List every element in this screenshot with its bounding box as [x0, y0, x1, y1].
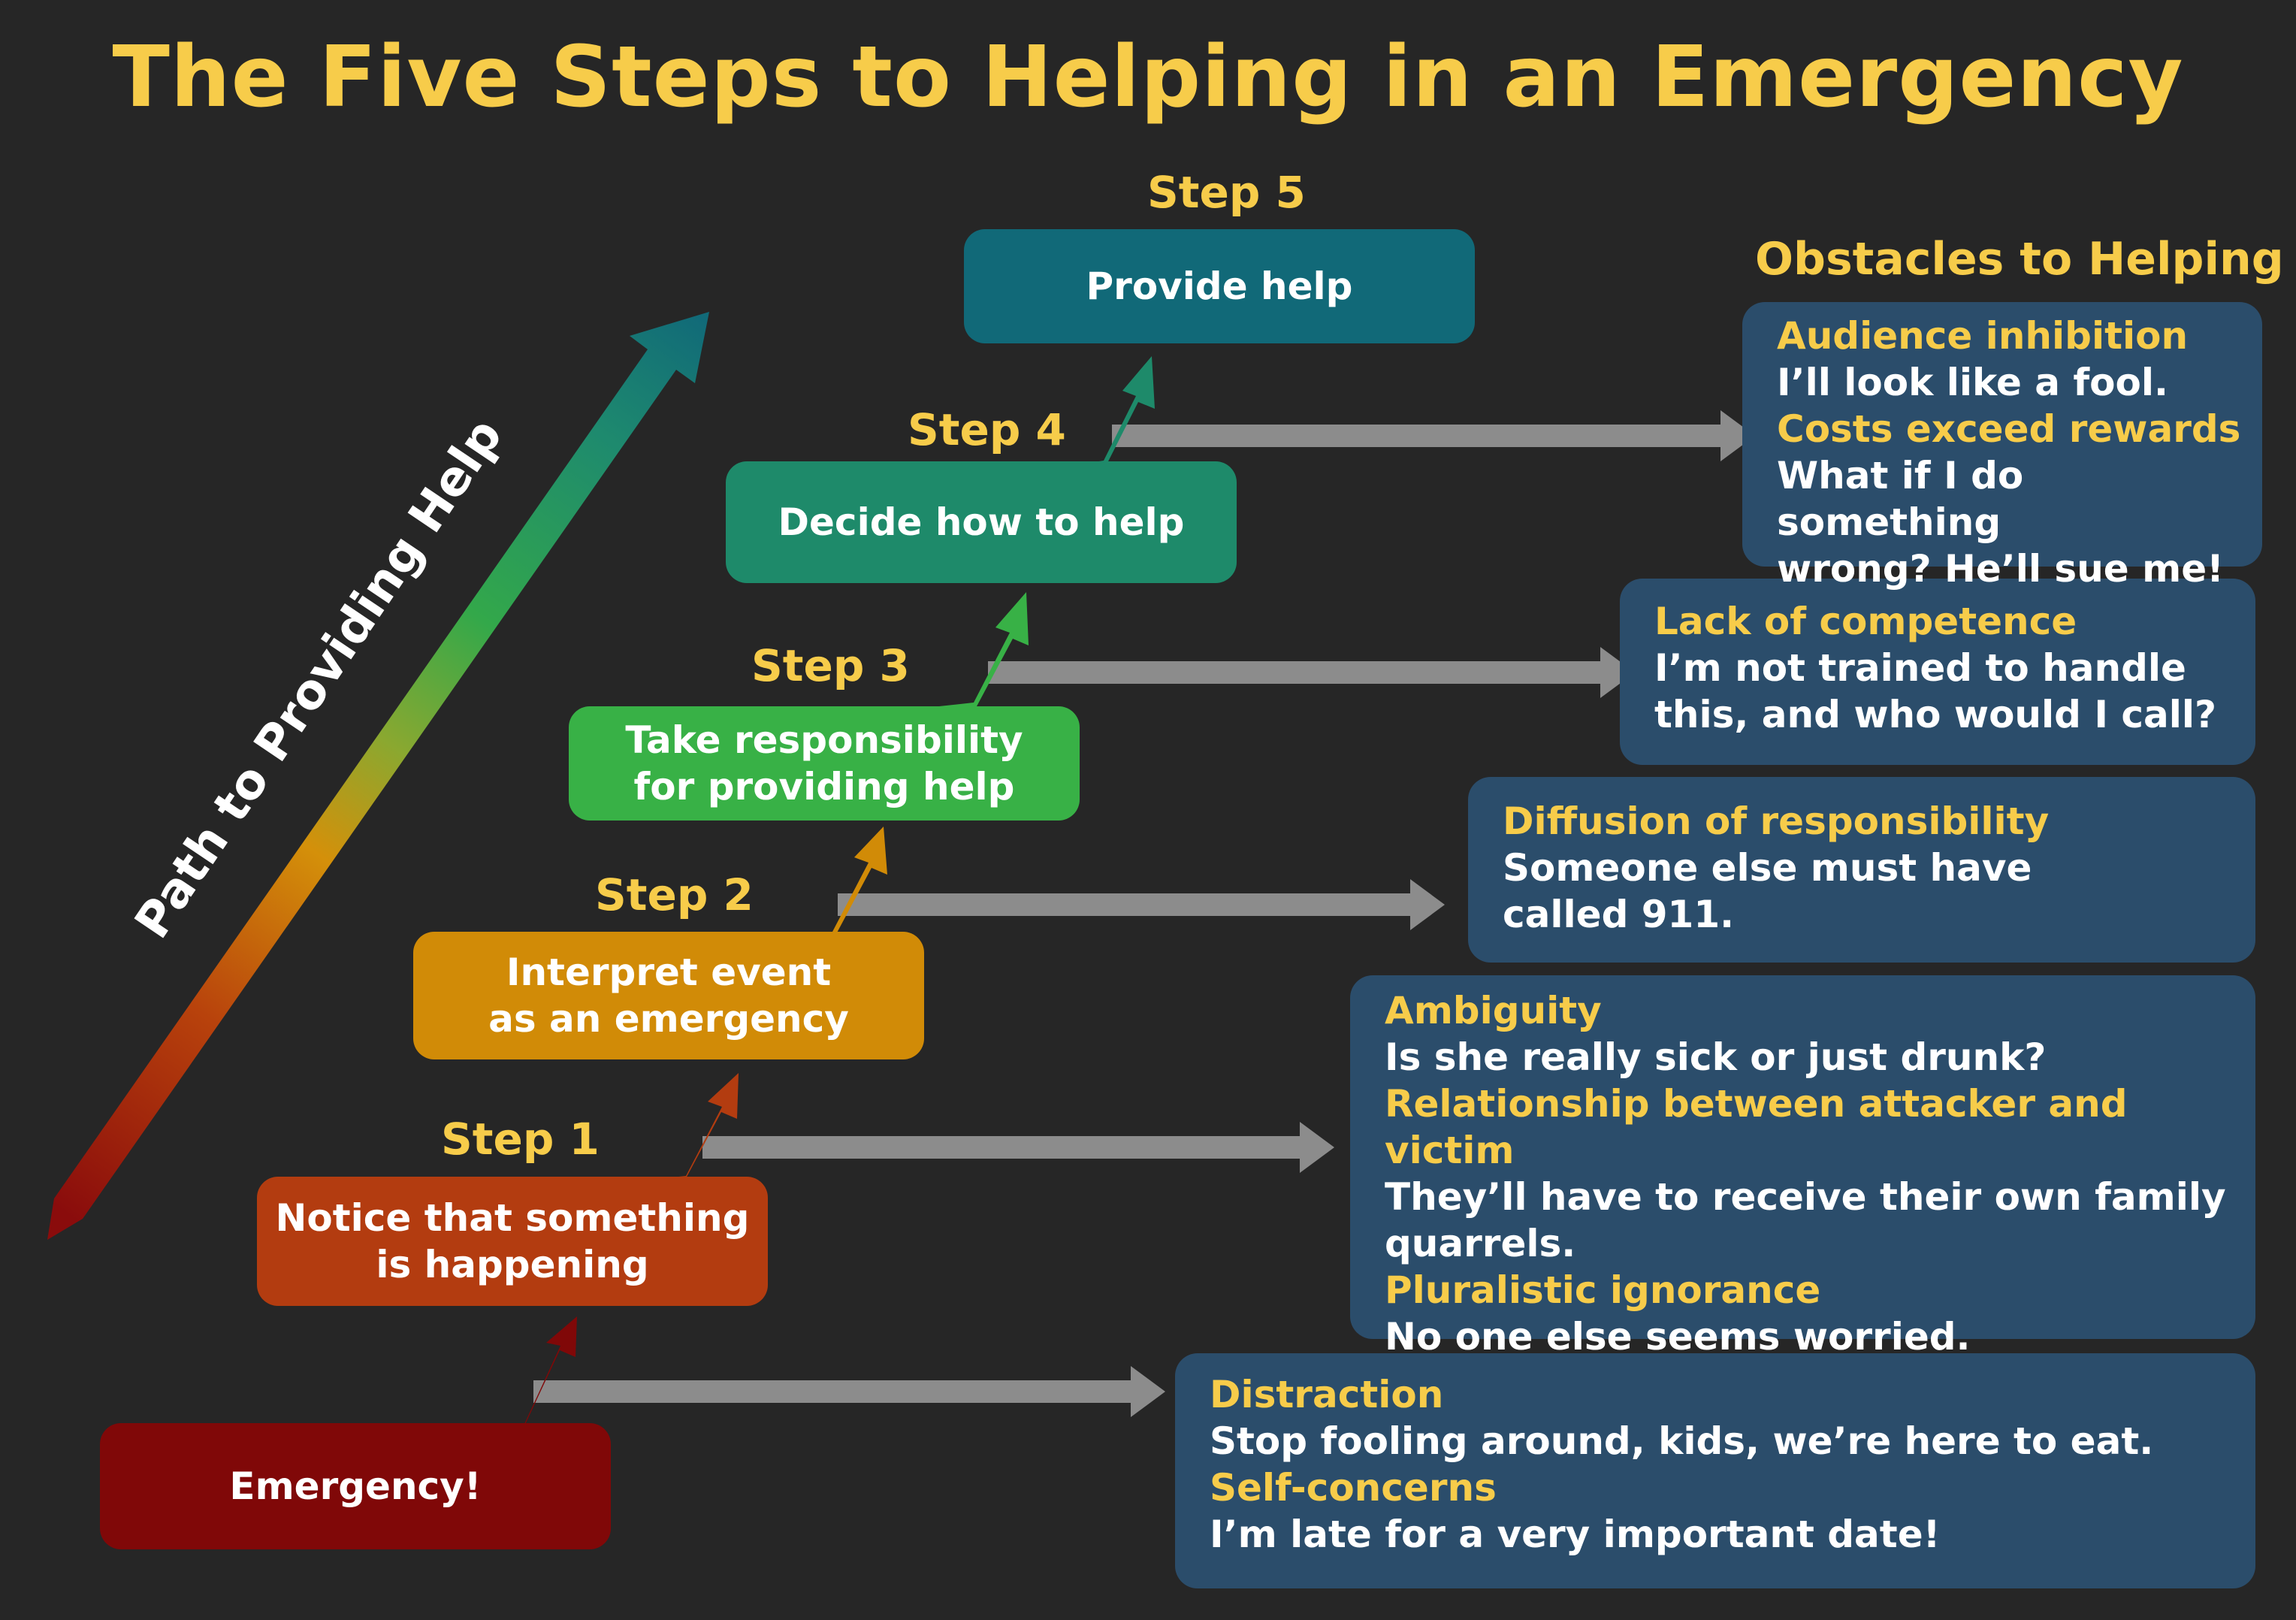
obstacle-quote: They’ll have to receive their own family…	[1385, 1175, 2226, 1265]
obstacle-quote: What if I do something wrong? He’ll sue …	[1777, 454, 2224, 591]
step5-box: Provide help	[964, 229, 1475, 343]
grey-arrow-step1	[702, 1122, 1334, 1173]
step5-label: Step 5	[1147, 167, 1306, 218]
obstacle-name: Self-concerns	[1210, 1466, 1497, 1510]
step-arrow-step3-to-step4	[939, 592, 1029, 706]
step3-label: Step 3	[751, 640, 910, 691]
step1-label: Step 1	[441, 1114, 600, 1165]
step-arrow-step4-to-step5	[1071, 356, 1155, 466]
obstacle-name: Distraction	[1210, 1373, 1444, 1416]
step2-box: Interpret event as an emergency	[413, 932, 924, 1059]
obstacle-quote: I’m not trained to handle this, and who …	[1654, 646, 2217, 736]
obstacle-name: Lack of competence	[1654, 600, 2077, 643]
obstacle-quote: Stop fooling around, kids, we’re here to…	[1210, 1419, 2154, 1463]
step4-box: Decide how to help	[726, 461, 1237, 583]
obstacle-quote: Someone else must have called 911.	[1503, 846, 2032, 936]
step4-label: Step 4	[908, 404, 1066, 455]
grey-arrow-step4	[1112, 410, 1755, 461]
obstacle-name: Relationship between attacker and victim	[1385, 1082, 2128, 1172]
obstacle-box-step1: Ambiguity Is she really sick or just dru…	[1350, 975, 2255, 1359]
step-arrow-emergency-to-step1	[488, 1316, 577, 1428]
grey-arrow-step3	[988, 647, 1635, 698]
step-arrow-step2-to-step3	[800, 827, 887, 935]
obstacle-name: Costs exceed rewards	[1777, 407, 2241, 451]
obstacle-name: Diffusion of responsibility	[1503, 799, 2050, 843]
grey-arrow-emergency	[533, 1366, 1165, 1417]
obstacle-name: Audience inhibition	[1777, 314, 2189, 358]
obstacle-name: Pluralistic ignorance	[1385, 1268, 1821, 1312]
obstacle-quote: No one else seems worried.	[1385, 1315, 1971, 1359]
obstacle-quote: I’ll look like a fool.	[1777, 361, 2169, 404]
step-arrow-step1-to-step2	[650, 1073, 739, 1180]
obstacle-box-emergency: Distraction Stop fooling around, kids, w…	[1175, 1353, 2255, 1588]
step3-box: Take responsibility for providing help	[569, 706, 1080, 821]
obstacle-name: Ambiguity	[1385, 989, 1602, 1032]
obstacle-quote: I’m late for a very important date!	[1210, 1513, 1941, 1556]
obstacle-box-step3: Lack of competence I’m not trained to ha…	[1620, 579, 2255, 765]
page-title: The Five Steps to Helping in an Emergenc…	[112, 29, 2184, 126]
step1-box: Notice that something is happening	[257, 1177, 768, 1306]
emergency-box: Emergency!	[100, 1423, 611, 1549]
obstacle-box-step4: Audience inhibition I’ll look like a foo…	[1742, 302, 2262, 591]
step2-label: Step 2	[595, 869, 754, 920]
obstacle-quote: Is she really sick or just drunk?	[1385, 1035, 2047, 1079]
path-to-help-arrow	[47, 312, 709, 1240]
obstacles-heading: Obstacles to Helping	[1755, 233, 2284, 286]
grey-arrow-step2	[838, 879, 1445, 930]
obstacle-box-step2: Diffusion of responsibility Someone else…	[1468, 777, 2255, 963]
